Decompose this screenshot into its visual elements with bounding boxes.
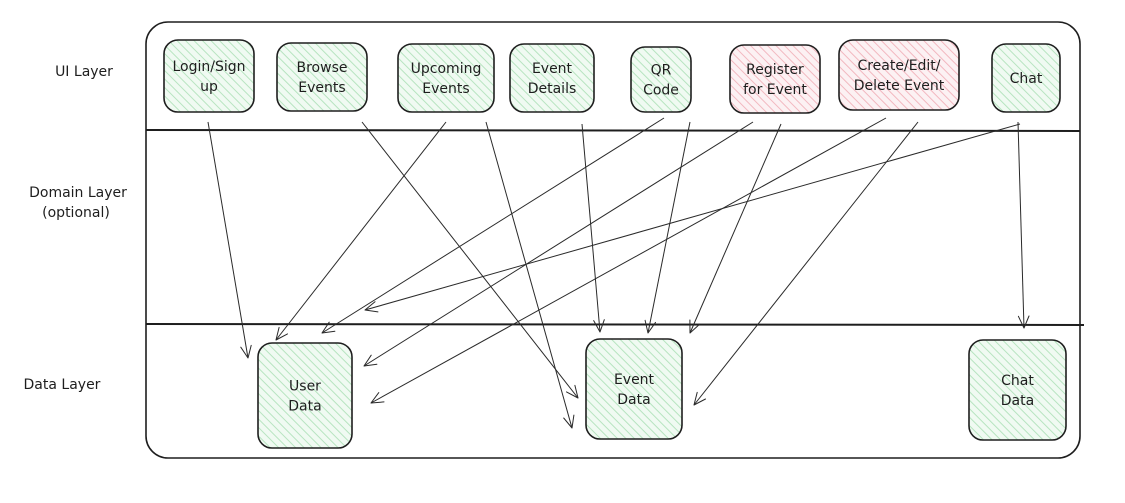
arrow-register-to-user-data [363, 121, 754, 367]
node-qr-box [630, 46, 692, 113]
node-login-label-0: Login/Sign [172, 59, 245, 75]
node-login-box [163, 39, 255, 113]
node-chat-data-label-0: Chat [1001, 373, 1034, 389]
node-event-data-box [585, 338, 683, 440]
node-browse-box [276, 42, 368, 112]
arrow-chat-to-chat-data [1017, 121, 1030, 329]
node-chat-data-box [968, 339, 1067, 441]
node-details-label-0: Event [532, 61, 573, 77]
node-details-label-1: Details [528, 81, 577, 97]
node-chat-label-0: Chat [1010, 71, 1043, 87]
arrow-create-to-user-data [370, 117, 887, 404]
node-create: Create/Edit/Delete Event [838, 39, 960, 111]
ui-layer-label: UI Layer [55, 64, 113, 80]
node-chat: Chat [991, 43, 1061, 113]
domain-layer-optional-label: (optional) [42, 205, 110, 221]
arrow-details-to-event-data [581, 123, 605, 333]
node-register-label-0: Register [746, 62, 804, 78]
node-user-data-box [257, 342, 353, 449]
node-event-data-label-1: Data [617, 392, 650, 408]
node-login-label-1: up [200, 79, 218, 95]
node-browse-label-1: Events [298, 80, 345, 96]
data-layer-label: Data Layer [24, 377, 101, 393]
node-register: Register for Event [729, 44, 821, 114]
node-create-box [838, 39, 960, 111]
node-upcoming-box [397, 43, 495, 113]
node-create-label-1: Delete Event [854, 78, 945, 94]
arrow-chat-to-user-data [364, 123, 1021, 313]
node-login: Login/Sign up [163, 39, 255, 113]
arrow-create-to-event-data [693, 121, 919, 406]
arrow-upcoming-to-event-data [485, 121, 575, 429]
domain-layer-label: Domain Layer [29, 185, 127, 201]
ui-domain-divider [145, 129, 1081, 132]
arrow-browse-to-event-data [361, 121, 579, 399]
arrow-register-to-event-data [689, 123, 782, 334]
node-qr: QR Code [630, 46, 692, 113]
node-upcoming-label-0: Upcoming [411, 61, 482, 77]
arrow-qr-to-user-data [321, 117, 665, 334]
node-chat-box [991, 43, 1061, 113]
node-group: Login/SignupBrowseEventsUpcomingEventsEv… [163, 39, 1067, 449]
node-qr-label-1: Code [643, 83, 679, 99]
arrow-qr-to-event-data [644, 121, 691, 334]
node-browse-label-0: Browse [297, 60, 348, 76]
node-register-label-1: for Event [743, 82, 807, 98]
domain-data-divider [145, 323, 1085, 326]
node-chat-data-label-1: Data [1001, 393, 1034, 409]
arrow-upcoming-to-user-data [275, 121, 447, 341]
node-event-data-label-0: Event [614, 372, 655, 388]
arrow-group [207, 117, 1030, 429]
node-qr-label-0: QR [651, 63, 672, 79]
node-details-box [509, 43, 595, 113]
node-user-data-label-0: User [289, 379, 321, 395]
arrow-login-to-user-data [207, 121, 252, 359]
outer-container [145, 21, 1081, 459]
node-create-label-0: Create/Edit/ [857, 58, 940, 74]
node-upcoming-label-1: Events [422, 81, 469, 97]
node-user-data-label-1: Data [288, 399, 321, 415]
node-register-box [729, 44, 821, 114]
